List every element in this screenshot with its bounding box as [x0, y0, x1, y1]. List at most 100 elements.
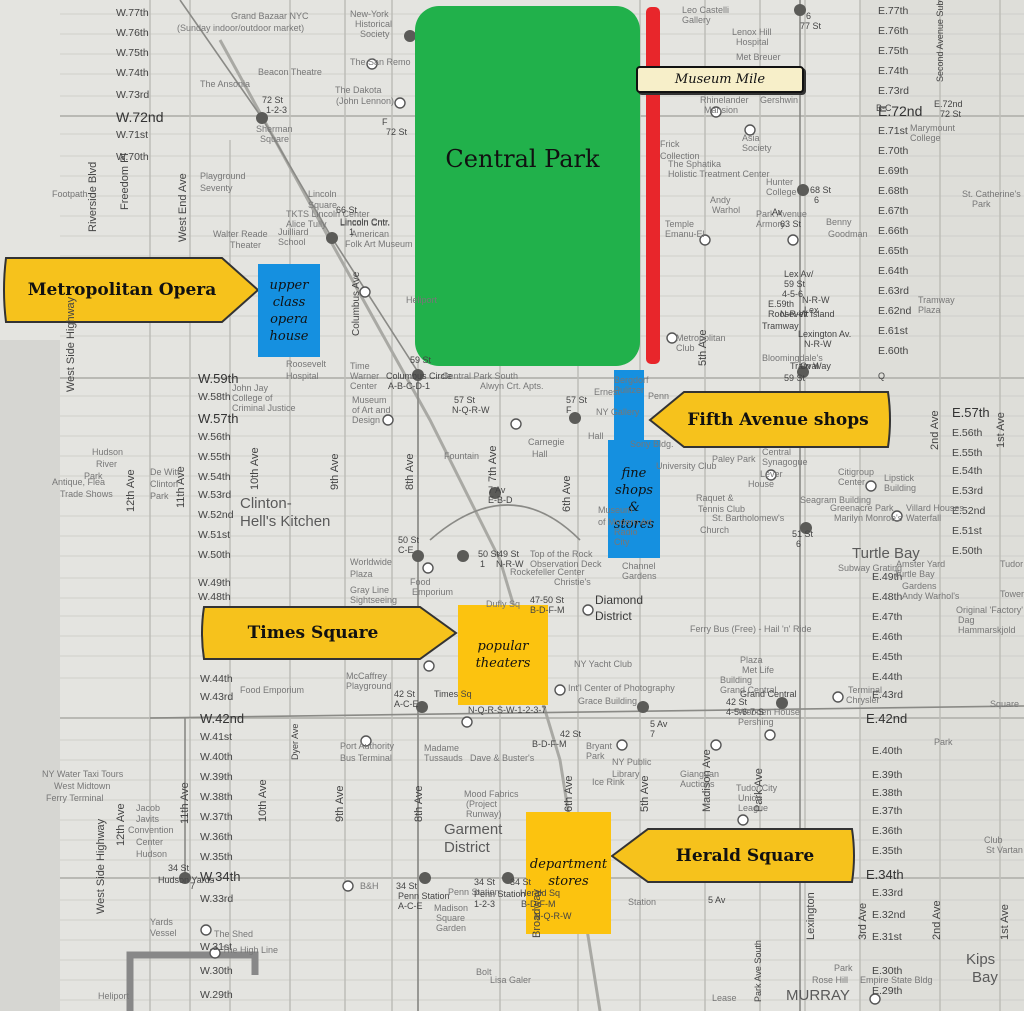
- poi-label: Temple: [665, 219, 695, 229]
- transit-label: 6: [796, 539, 802, 549]
- poi-label: Amster Yard: [896, 559, 946, 569]
- poi-label: Andy Warhol's: [902, 591, 960, 601]
- poi-label: Goodman: [828, 229, 868, 239]
- transit-label: 47-50 St: [530, 595, 565, 605]
- poi-label: American: [351, 229, 390, 239]
- poi-label: Food Emporium: [240, 685, 305, 695]
- street-label: W.38th: [200, 791, 233, 803]
- diamond-label: Diamond: [595, 593, 644, 607]
- street-label: W.59th: [198, 371, 239, 386]
- transit-label: E-B-D: [488, 495, 513, 505]
- transit-label: Lex Av/: [784, 269, 814, 279]
- street-label: W.41st: [200, 731, 233, 743]
- fifth-avenue-shops-label: Fifth Avenue shops: [687, 410, 869, 430]
- poi-label: NY Gallery: [596, 407, 640, 417]
- street-label: E.62nd: [878, 305, 912, 317]
- second-ave-subway-label: Second Avenue Subway: [935, 0, 945, 82]
- poi-label: Bolt: [476, 967, 492, 977]
- popular-theaters-box: popular theaters: [458, 605, 548, 705]
- poi-label: Heliport: [406, 295, 438, 305]
- poi-label: Tramway: [918, 295, 955, 305]
- poi-label: Subway Grating: [838, 563, 903, 573]
- street-label: E.52nd: [952, 505, 986, 517]
- first-ave-lower-label: 1st Ave: [999, 904, 1011, 940]
- poi-label: Lipstick: [884, 473, 915, 483]
- poi-label: Rose Hill: [812, 975, 849, 985]
- riverside-blvd-label: Riverside Blvd: [87, 161, 99, 232]
- poi-label: Marilyn Monroe's: [834, 513, 903, 523]
- poi-label: Bloomingdale's: [762, 353, 823, 363]
- transit-label: 42 St: [394, 689, 416, 699]
- murray-hill-label: MURRAY: [786, 987, 850, 1004]
- poi-label: Building: [884, 483, 917, 493]
- street-label: E.65th: [878, 245, 909, 257]
- transit-label: N-R-W: [496, 559, 524, 569]
- street-label: W.50th: [198, 549, 231, 561]
- poi-label: College: [766, 187, 797, 197]
- park-ave-south-label: Park Ave South: [753, 940, 763, 1002]
- poi-label: De Witt: [150, 467, 180, 477]
- poi-label: Penn Station: [448, 887, 500, 897]
- poi-label: NY Water Taxi Tours: [42, 769, 124, 779]
- street-label: W.35th: [200, 851, 233, 863]
- poi-label: Jacob: [136, 803, 161, 813]
- transit-label: 68 St: [810, 185, 832, 195]
- poi-label: Collection: [660, 151, 700, 161]
- street-label: E.73rd: [878, 85, 909, 97]
- street-label: E.53rd: [952, 485, 983, 497]
- transit-label: 72 St: [386, 127, 408, 137]
- poi-label: Terminal: [848, 685, 883, 695]
- poi-label: (John Lennon): [336, 96, 395, 106]
- upper-class-opera-house-box: upper class opera house: [258, 264, 320, 357]
- columbus-ave-label: Columbus Ave: [351, 271, 362, 336]
- transit-label: Columbus Circle: [386, 371, 453, 381]
- poi-label: Madame: [424, 743, 460, 753]
- fine-shops-stores-box: fine shops & stores: [608, 440, 660, 558]
- fine-shops-box-top: [614, 370, 644, 442]
- poi-label: Park: [834, 963, 853, 973]
- transit-label: A-B-C-D-1: [388, 381, 430, 391]
- poi-label: Gardens: [622, 571, 657, 581]
- street-label: W.51st: [198, 529, 231, 541]
- transit-label: Penn Station: [398, 891, 450, 901]
- transit-label: E.72nd: [934, 99, 963, 109]
- poi-label: The Dakota: [335, 85, 382, 95]
- poi-label: Emanu-El: [665, 229, 705, 239]
- poi-label: NY Public: [612, 757, 652, 767]
- poi-label: Time: [350, 361, 370, 371]
- poi-label: Sherman: [256, 124, 293, 134]
- transit-label: 59 St: [784, 373, 806, 383]
- poi-label: Center: [350, 381, 378, 391]
- poi-label: Frick: [660, 139, 680, 149]
- street-label: E.67th: [878, 205, 909, 217]
- poi-label: Warner: [350, 371, 380, 381]
- transit-label: Grand Central: [740, 689, 797, 699]
- first-ave-label: 1st Ave: [995, 412, 1007, 448]
- times-square-label: Times Square: [247, 623, 379, 643]
- poi-label: Javits: [136, 814, 160, 824]
- street-label: W.57th: [198, 411, 239, 426]
- diamond-district-label: District: [595, 609, 632, 623]
- street-label: E.57th: [952, 405, 990, 420]
- poi-label: (Project: [466, 799, 498, 809]
- tenth-ave-label: 10th Ave: [249, 447, 261, 490]
- transit-label: Tramway: [762, 321, 799, 331]
- poi-label: Church: [700, 525, 730, 535]
- transit-label: N-Q-R-S-W-1-2-3-7: [468, 705, 547, 715]
- poi-label: Grace Building: [578, 696, 638, 706]
- poi-label: Garden: [436, 923, 467, 933]
- transit-label: N-R-W: [780, 309, 808, 319]
- poi-label: Ferry Terminal: [46, 793, 104, 803]
- street-label: W.37th: [200, 811, 233, 823]
- poi-label: NY Yacht Club: [574, 659, 633, 669]
- poi-label: Lever: [760, 469, 783, 479]
- poi-label: Tower: [1000, 589, 1024, 599]
- transit-label: Hudson Yards: [158, 875, 215, 885]
- poi-label: Criminal Justice: [232, 403, 296, 413]
- poi-label: Synagogue: [762, 457, 808, 467]
- street-label: E.68th: [878, 185, 909, 197]
- poi-label: Waterfall: [906, 513, 942, 523]
- transit-label: Times Sq: [434, 689, 472, 699]
- poi-label: Chrysler: [846, 695, 880, 705]
